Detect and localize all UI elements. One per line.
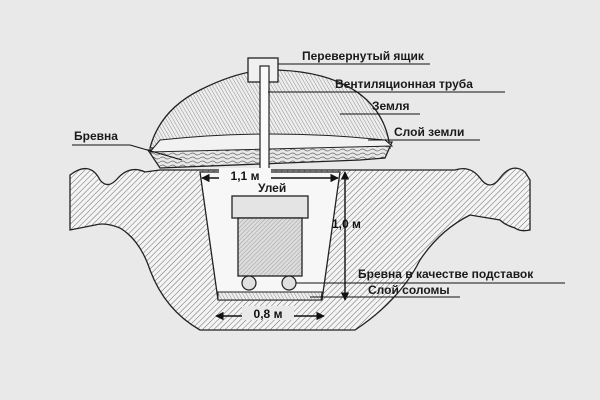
label-hive: Улей (258, 181, 286, 195)
dim-bottom-width: 0,8 м (254, 307, 283, 321)
label-inverted-box: Перевернутый ящик (302, 49, 425, 63)
dim-top-width: 1,1 м (231, 169, 260, 183)
hive-top (231, 195, 309, 219)
label-straw: Слой соломы (368, 283, 450, 297)
label-soil-layer: Слой земли (394, 125, 464, 139)
leader-lines (72, 63, 565, 298)
label-vent-pipe: Вентиляционная труба (335, 77, 473, 91)
label-earth: Земля (372, 99, 410, 113)
hive-body (237, 217, 303, 277)
dim-depth: 1,0 м (332, 217, 361, 231)
stand-log-left (241, 275, 257, 291)
label-logs: Бревна (74, 129, 118, 143)
vent-pipe (259, 65, 270, 173)
label-stand-logs: Бревна в качестве подставок (358, 267, 534, 281)
straw-layer (217, 291, 323, 301)
stand-log-right (281, 275, 297, 291)
